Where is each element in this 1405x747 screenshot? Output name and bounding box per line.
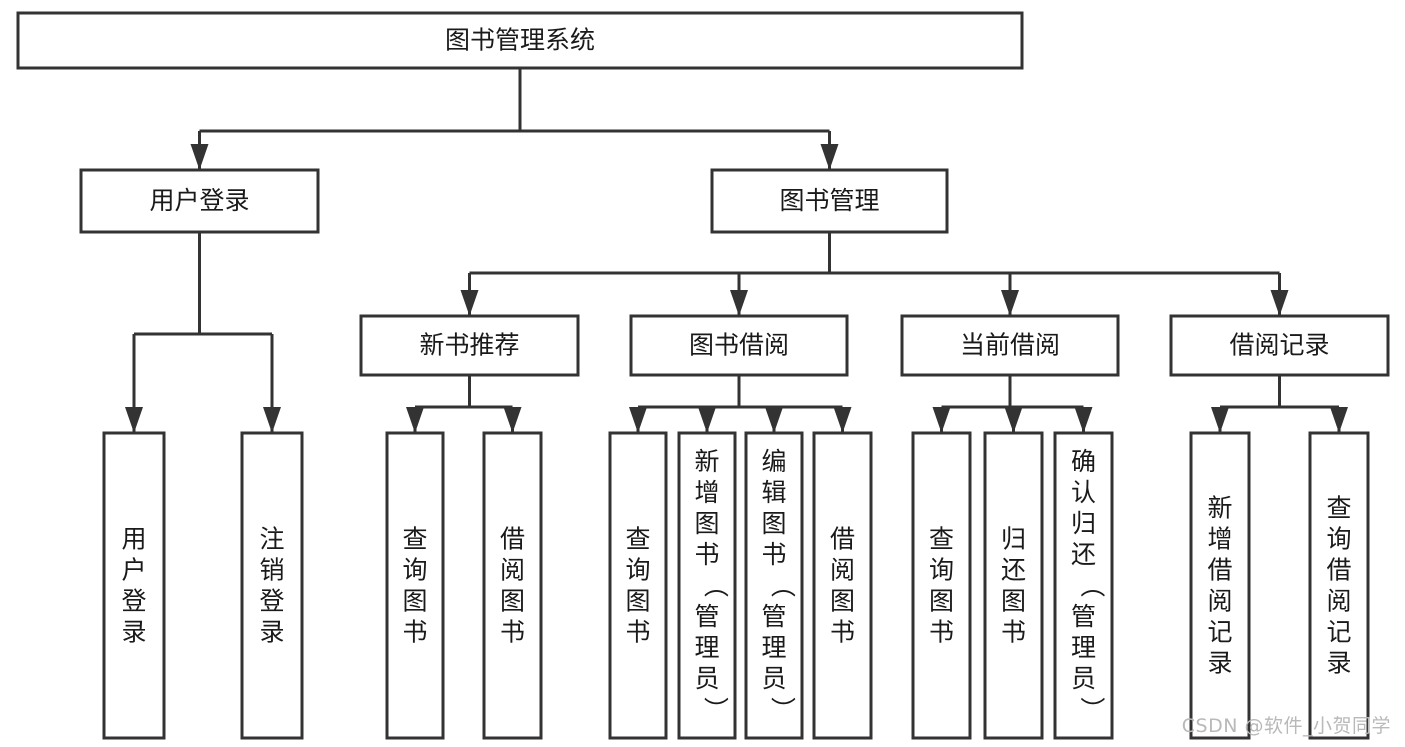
node-box[interactable] [1308,431,1370,740]
arrow-head-icon [503,407,522,433]
node-leaf-return-book[interactable]: 归还图书 [983,431,1044,740]
node-box[interactable] [102,431,166,740]
node-leaf-user-login[interactable]: 用户登录 [102,431,166,740]
node-label: 查询图书 [929,525,954,647]
edge-group-book-manage [460,232,1289,316]
node-label: 归还图书 [1001,525,1026,647]
arrow-head-icon [820,144,839,170]
arrow-head-icon [190,144,209,170]
node-label: 新增借阅记录 [1207,494,1232,678]
node-label: 查询图书 [402,525,427,647]
node-label: 新书推荐 [419,331,519,360]
node-leaf-add-book[interactable]: （ ） 新增图书管理员 [677,431,737,740]
node-borrow-record[interactable]: 借阅记录 [1169,314,1390,377]
arrow-head-icon [263,407,281,433]
node-box[interactable] [385,431,445,740]
node-user-login[interactable]: 用户登录 [79,168,320,234]
node-label-bracket: （ [768,573,797,598]
node-box[interactable] [629,314,849,377]
node-book-manage[interactable]: 图书管理 [710,168,949,234]
arrow-head-icon [1074,407,1093,433]
node-box[interactable] [1169,314,1390,377]
node-leaf-query-book-cur[interactable]: 查询图书 [911,431,972,740]
node-label: 图书管理 [779,186,879,215]
arrow-head-icon [1211,407,1229,433]
arrow-head-icon [833,407,852,433]
node-book-borrow[interactable]: 图书借阅 [629,314,849,377]
node-new-book-recommend[interactable]: 新书推荐 [359,314,580,377]
node-label: 图书管理系统 [445,26,595,55]
node-box[interactable] [983,431,1044,740]
node-label: 借阅图书 [830,525,855,647]
arrow-head-icon [125,407,143,433]
node-box[interactable] [812,431,873,740]
node-box[interactable] [744,431,804,740]
arrow-head-icon [765,407,783,433]
edge-group-borrow-record [1211,375,1348,433]
arrow-head-icon [1001,290,1019,316]
node-box[interactable] [1053,431,1114,740]
node-box[interactable] [677,431,737,740]
node-label-bracket: ） [1078,697,1107,722]
node-box[interactable] [240,431,304,740]
node-label: 新增图书管理员 [694,447,719,693]
arrow-head-icon [932,407,951,433]
node-box[interactable] [1189,431,1251,740]
arrow-head-icon [1270,290,1289,316]
node-label: 借阅图书 [500,525,525,647]
arrow-head-icon [629,407,647,433]
node-box[interactable] [608,431,668,740]
node-leaf-query-record[interactable]: 查询借阅记录 [1308,431,1370,740]
node-label: 查询借阅记录 [1326,494,1351,678]
arrow-head-icon [460,290,479,316]
node-label: 图书借阅 [689,331,789,360]
node-label: 确认归还管理员 [1071,447,1096,693]
node-label: 用户登录 [149,186,249,215]
node-current-borrow[interactable]: 当前借阅 [900,314,1120,377]
arrow-head-icon [1330,407,1348,433]
edge-group-current-borrow [932,375,1093,433]
node-leaf-add-record[interactable]: 新增借阅记录 [1189,431,1251,740]
node-box[interactable] [911,431,972,740]
node-leaf-borrow-book-rec[interactable]: 借阅图书 [482,431,543,740]
node-label-bracket: ） [768,697,797,722]
node-leaf-confirm-return[interactable]: （ ） 确认归还管理员 [1053,431,1114,740]
node-box[interactable] [16,11,1024,70]
node-label: 编辑图书管理员 [761,447,786,693]
arrow-head-icon [730,290,748,316]
csdn-watermark: CSDN @软件_小贺同学 [1181,715,1391,737]
node-leaf-query-book-borrow[interactable]: 查询图书 [608,431,668,740]
node-label: 注销登录 [259,525,284,647]
node-label-bracket: ） [701,697,730,722]
node-box[interactable] [79,168,320,234]
node-label-bracket: （ [701,573,730,598]
edge-group-user-login [125,232,281,433]
node-label-bracket: （ [1078,573,1107,598]
node-label: 查询图书 [625,525,650,647]
edge-group-book-borrow [629,375,852,433]
node-label: 用户登录 [121,525,146,647]
node-root[interactable]: 图书管理系统 [16,11,1024,70]
node-label: 当前借阅 [960,331,1060,360]
node-box[interactable] [710,168,949,234]
node-box[interactable] [482,431,543,740]
arrow-head-icon [698,407,716,433]
edge-group-root [190,68,839,170]
connector-layer [125,68,1348,433]
node-box[interactable] [900,314,1120,377]
node-box[interactable] [359,314,580,377]
node-leaf-edit-book[interactable]: （ ） 编辑图书管理员 [744,431,804,740]
node-leaf-query-book-rec[interactable]: 查询图书 [385,431,445,740]
node-layer: 图书管理系统用户登录图书管理新书推荐图书借阅当前借阅借阅记录用户登录注销登录查询… [16,11,1390,740]
arrow-head-icon [406,407,424,433]
node-label: 借阅记录 [1229,331,1329,360]
edge-group-new-book-recommend [406,375,522,433]
arrow-head-icon [1004,407,1023,433]
node-leaf-borrow-book[interactable]: 借阅图书 [812,431,873,740]
node-leaf-user-logout[interactable]: 注销登录 [240,431,304,740]
